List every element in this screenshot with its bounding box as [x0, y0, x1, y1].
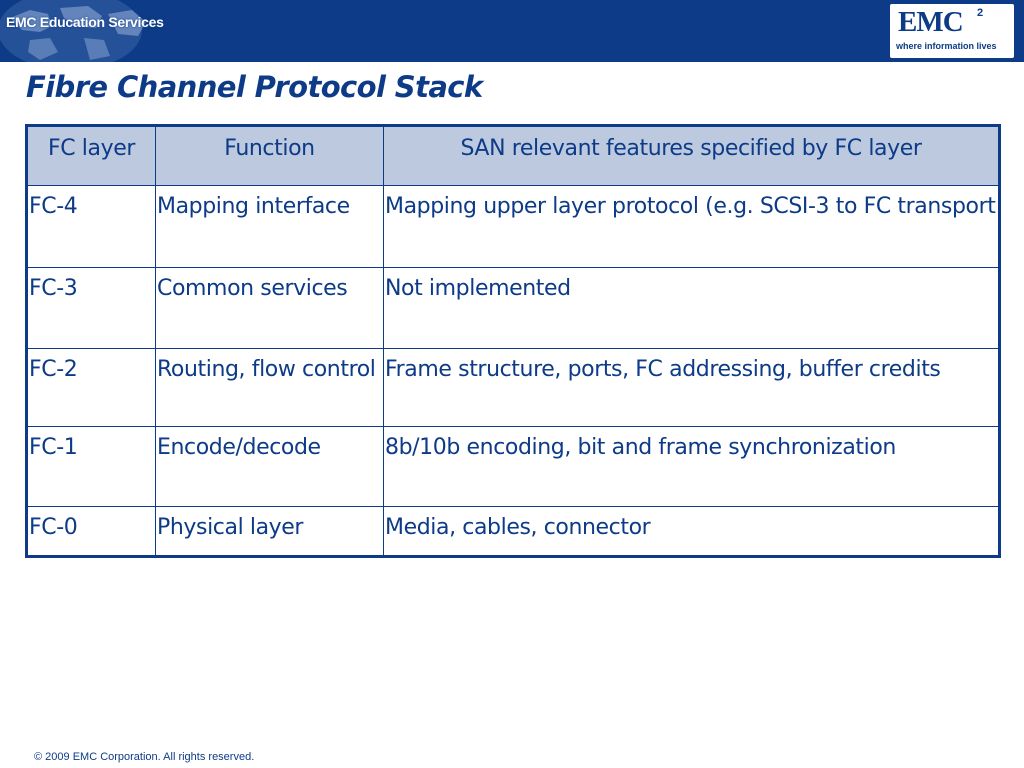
- fc-layer-cell: FC-3: [26, 267, 156, 349]
- fc-layer-cell: FC-1: [26, 426, 156, 507]
- san-features-cell: 8b/10b encoding, bit and frame synchroni…: [383, 426, 1000, 507]
- fc-protocol-table: FC layer Function SAN relevant features …: [25, 124, 1001, 558]
- header-banner: EMC Education Services EMC 2 where infor…: [0, 0, 1024, 62]
- slide-title: Fibre Channel Protocol Stack: [26, 70, 483, 104]
- emc-tagline: where information lives: [896, 41, 997, 51]
- function-cell: Routing, flow control: [155, 348, 384, 427]
- emc-logo-superscript: 2: [977, 7, 984, 19]
- table-header-row: FC layer Function SAN relevant features …: [26, 125, 1000, 186]
- fc-layer-cell: FC-4: [26, 185, 156, 268]
- emc-logo: EMC 2 where information lives: [890, 4, 1014, 58]
- table-row: FC-0 Physical layer Media, cables, conne…: [26, 506, 1000, 557]
- table-row: FC-2 Routing, flow control Frame structu…: [26, 348, 1000, 427]
- globe-icon: [0, 0, 146, 62]
- san-features-cell: Not implemented: [383, 267, 1000, 349]
- table-row: FC-4 Mapping interface Mapping upper lay…: [26, 185, 1000, 268]
- fc-layer-cell: FC-2: [26, 348, 156, 427]
- san-features-cell: Frame structure, ports, FC addressing, b…: [383, 348, 1000, 427]
- column-header-fc-layer: FC layer: [26, 125, 156, 186]
- emc-logo-mark: EMC: [898, 6, 964, 38]
- fc-layer-cell: FC-0: [26, 506, 156, 557]
- function-cell: Common services: [155, 267, 384, 349]
- san-features-cell: Media, cables, connector: [383, 506, 1000, 557]
- column-header-function: Function: [155, 125, 384, 186]
- copyright-footer: © 2009 EMC Corporation. All rights reser…: [34, 751, 255, 763]
- function-cell: Physical layer: [155, 506, 384, 557]
- education-services-label: EMC Education Services: [6, 14, 164, 30]
- function-cell: Mapping interface: [155, 185, 384, 268]
- table-row: FC-1 Encode/decode 8b/10b encoding, bit …: [26, 426, 1000, 507]
- san-features-cell: Mapping upper layer protocol (e.g. SCSI-…: [383, 185, 1000, 268]
- table-row: FC-3 Common services Not implemented: [26, 267, 1000, 349]
- column-header-san-features: SAN relevant features specified by FC la…: [383, 125, 1000, 186]
- function-cell: Encode/decode: [155, 426, 384, 507]
